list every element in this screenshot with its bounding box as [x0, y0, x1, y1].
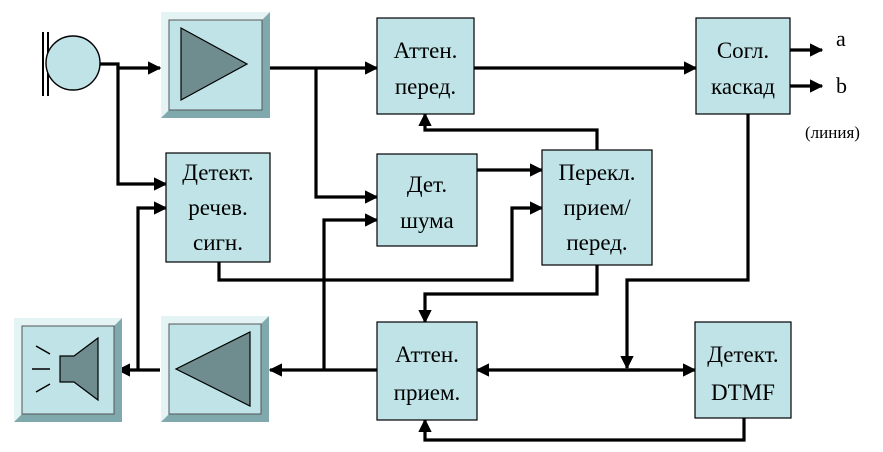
speech-detector-label-3: сигн. — [193, 230, 243, 255]
noise-detector-label-1: Дет. — [407, 172, 447, 197]
wire-speaker-to-speech-detector — [136, 201, 168, 370]
rx-tx-switch-label-2: прием/ — [563, 195, 631, 220]
rx-tx-switch-label-3: перед. — [566, 230, 627, 255]
rx-tx-switch-block: Перекл. прием/ перед. — [541, 149, 653, 266]
tx-attenuator-block: Аттен. перед. — [376, 17, 475, 115]
noise-detector-label-2: шума — [400, 208, 454, 233]
tx-attenuator-label-2: перед. — [395, 74, 456, 99]
tx-attenuator-label-1: Аттен. — [394, 38, 458, 63]
rx-attenuator-label-2: прием. — [394, 380, 461, 405]
speech-detector-block: Детект. речев. сигн. — [165, 152, 271, 263]
wire-rx-amp-to-noise-detector — [322, 213, 379, 370]
line-matching-label-1: Согл. — [717, 38, 769, 63]
output-b-label: b — [836, 73, 847, 98]
wire-mic-to-speech-detector — [116, 66, 168, 191]
output-a-label: a — [836, 26, 846, 51]
line-matching-block: Согл. каскад — [695, 17, 791, 115]
dtmf-detector-block: Детект. DTMF — [694, 321, 792, 419]
wire-tx-amp-to-noise-detector — [314, 68, 379, 204]
dtmf-detector-label-2: DTMF — [711, 380, 775, 405]
speech-detector-label-1: Детект. — [182, 160, 253, 185]
speaker-icon — [14, 318, 122, 422]
wire-switch-to-rx-attenuator — [418, 265, 599, 324]
connection-wires — [100, 43, 824, 442]
microphone-icon — [42, 32, 101, 96]
line-matching-label-2: каскад — [711, 74, 775, 99]
rx-attenuator-label-1: Аттен. — [395, 342, 459, 367]
rx-attenuator-block: Аттен. прием. — [376, 321, 478, 421]
amplifier-triangle-left-icon — [161, 316, 269, 422]
wire-speech-detector-to-switch — [217, 201, 544, 282]
dtmf-detector-label-1: Детект. — [707, 342, 778, 367]
wire-switch-to-tx-attenuator — [418, 112, 599, 150]
wire-line-to-rx-path — [620, 114, 750, 370]
amplifier-triangle-right-icon — [161, 12, 270, 118]
noise-detector-block: Дет. шума — [376, 153, 478, 247]
rx-tx-switch-label-1: Перекл. — [559, 160, 636, 185]
wire-mic-to-tx-amp — [100, 61, 162, 75]
line-note-label: (линия) — [805, 123, 860, 142]
wire-dtmf-to-rx-attenuator — [418, 418, 746, 442]
speech-detector-label-2: речев. — [188, 195, 248, 220]
